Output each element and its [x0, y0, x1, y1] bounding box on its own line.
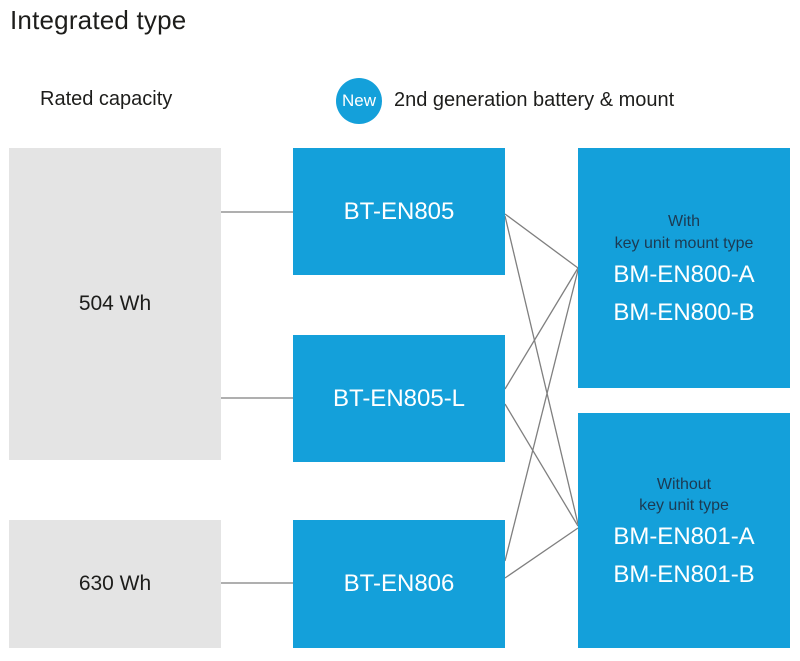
page-title: Integrated type — [10, 5, 187, 35]
mount-type-line2: key unit type — [639, 497, 729, 514]
battery-box-bt-en805: BT-EN805 — [293, 148, 505, 275]
capacity-label: 630 Wh — [78, 572, 152, 595]
mount-type-description: Without key unit type — [639, 474, 729, 516]
battery-box-bt-en805-l: BT-EN805-L — [293, 335, 505, 462]
battery-label: BT-EN806 — [343, 570, 455, 597]
connector-line — [504, 215, 579, 525]
battery-box-bt-en806: BT-EN806 — [293, 520, 505, 648]
mount-model: BM-EN801-A — [613, 523, 755, 551]
connector-line — [504, 403, 579, 527]
generation-column-label: 2nd generation battery & mount — [394, 89, 675, 111]
capacity-label: 504 Wh — [78, 292, 152, 315]
battery-label: BT-EN805 — [343, 197, 455, 225]
mount-type-description: With key unit mount type — [615, 211, 754, 253]
connector-line — [504, 213, 579, 269]
mount-type-line2: key unit mount type — [614, 234, 754, 252]
connector-line — [504, 527, 579, 579]
mount-model: BM-EN800-B — [613, 298, 755, 326]
mount-box-bm-en800: With key unit mount type BM-EN800-A BM-E… — [578, 148, 790, 388]
capacity-box-630wh: 630 Wh — [9, 520, 221, 648]
connector-line — [504, 269, 579, 562]
rated-capacity-column-label: Rated capacity — [40, 88, 173, 110]
mount-type-line1: Without — [656, 475, 712, 493]
mount-box-bm-en801: Without key unit type BM-EN801-A BM-EN80… — [578, 413, 790, 648]
mount-model: BM-EN801-B — [613, 561, 755, 589]
battery-label: BT-EN805-L — [332, 384, 466, 412]
mount-type-line1: With — [668, 213, 700, 231]
mount-model: BM-EN800-A — [613, 260, 755, 288]
new-badge: New — [336, 78, 382, 124]
capacity-box-504wh: 504 Wh — [9, 148, 221, 460]
connector-line — [504, 267, 579, 390]
